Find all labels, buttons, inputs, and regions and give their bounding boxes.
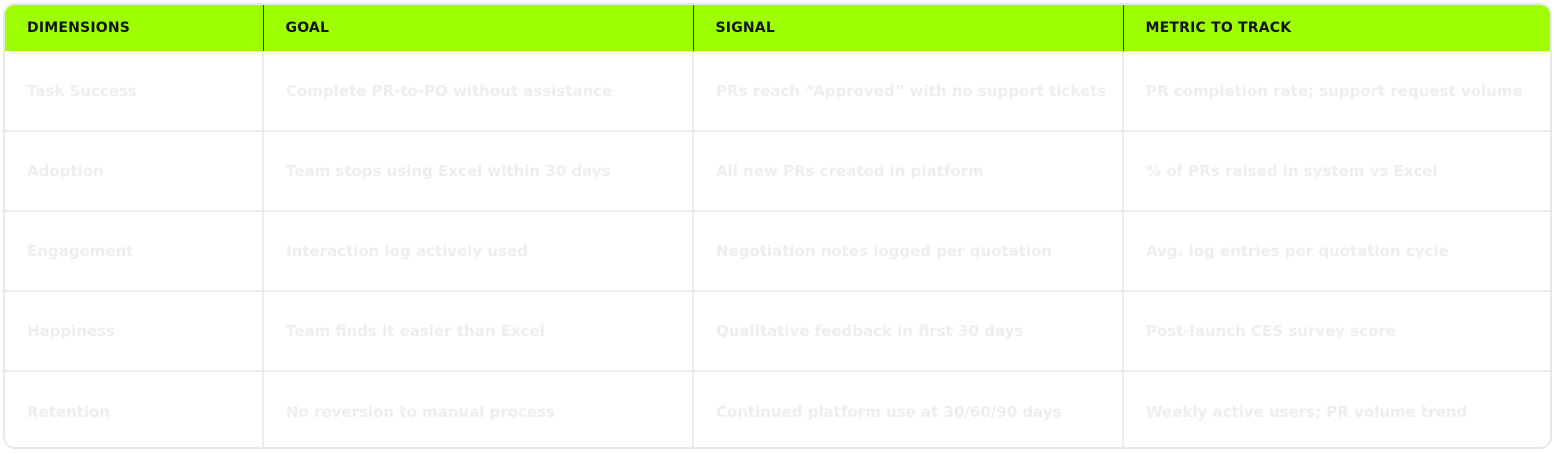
cell-goal: Team stops using Excel within 30 days <box>262 130 693 211</box>
header-metric: METRIC TO TRACK <box>1122 5 1550 51</box>
cell-dimension: Retention <box>5 370 263 447</box>
cell-goal: Interaction log actively used <box>262 210 693 291</box>
cell-signal: Qualitative feedback in first 30 days <box>692 290 1123 371</box>
cell-signal: Continued platform use at 30/60/90 days <box>692 370 1123 447</box>
heart-framework-table: DIMENSIONS GOAL SIGNAL METRIC TO TRACK T… <box>5 5 1550 447</box>
header-goal: GOAL <box>262 5 693 51</box>
cell-dimension: Task Success <box>27 81 137 100</box>
table-row: Engagement Interaction log actively used… <box>5 210 1550 291</box>
cell-signal: Negotiation notes logged per quotation <box>692 210 1123 291</box>
cell-signal: PRs reach “Approved” with no support tic… <box>692 51 1123 131</box>
cell-signal: All new PRs created in platform <box>692 130 1123 211</box>
cell-dimension: Adoption <box>5 130 263 211</box>
table-row: Task Success Complete PR-to-PO without a… <box>5 51 1550 131</box>
header-row: DIMENSIONS GOAL SIGNAL METRIC TO TRACK <box>5 5 1550 51</box>
header-dimensions: DIMENSIONS <box>27 20 131 36</box>
table-body: Task Success Complete PR-to-PO without a… <box>5 51 1550 447</box>
cell-goal: No reversion to manual process <box>262 370 693 447</box>
cell-metric: PR completion rate; support request volu… <box>1122 51 1550 131</box>
header-signal: SIGNAL <box>692 5 1123 51</box>
table-header: DIMENSIONS GOAL SIGNAL METRIC TO TRACK <box>5 5 1550 51</box>
heart-framework-table-container: DIMENSIONS GOAL SIGNAL METRIC TO TRACK T… <box>3 3 1552 449</box>
cell-dimension: Happiness <box>5 290 263 371</box>
table-row: Happiness Team finds it easier than Exce… <box>5 290 1550 371</box>
cell-dimension: Engagement <box>5 210 263 291</box>
cell-metric: Avg. log entries per quotation cycle <box>1122 210 1550 291</box>
cell-goal: Team finds it easier than Excel <box>262 290 693 371</box>
cell-metric: Weekly active users; PR volume trend <box>1122 370 1550 447</box>
cell-goal: Complete PR-to-PO without assistance <box>262 51 693 131</box>
cell-metric: % of PRs raised in system vs Excel <box>1122 130 1550 211</box>
table-row: Adoption Team stops using Excel within 3… <box>5 130 1550 211</box>
table-row: Retention No reversion to manual process… <box>5 370 1550 447</box>
cell-metric: Post-launch CES survey score <box>1122 290 1550 371</box>
